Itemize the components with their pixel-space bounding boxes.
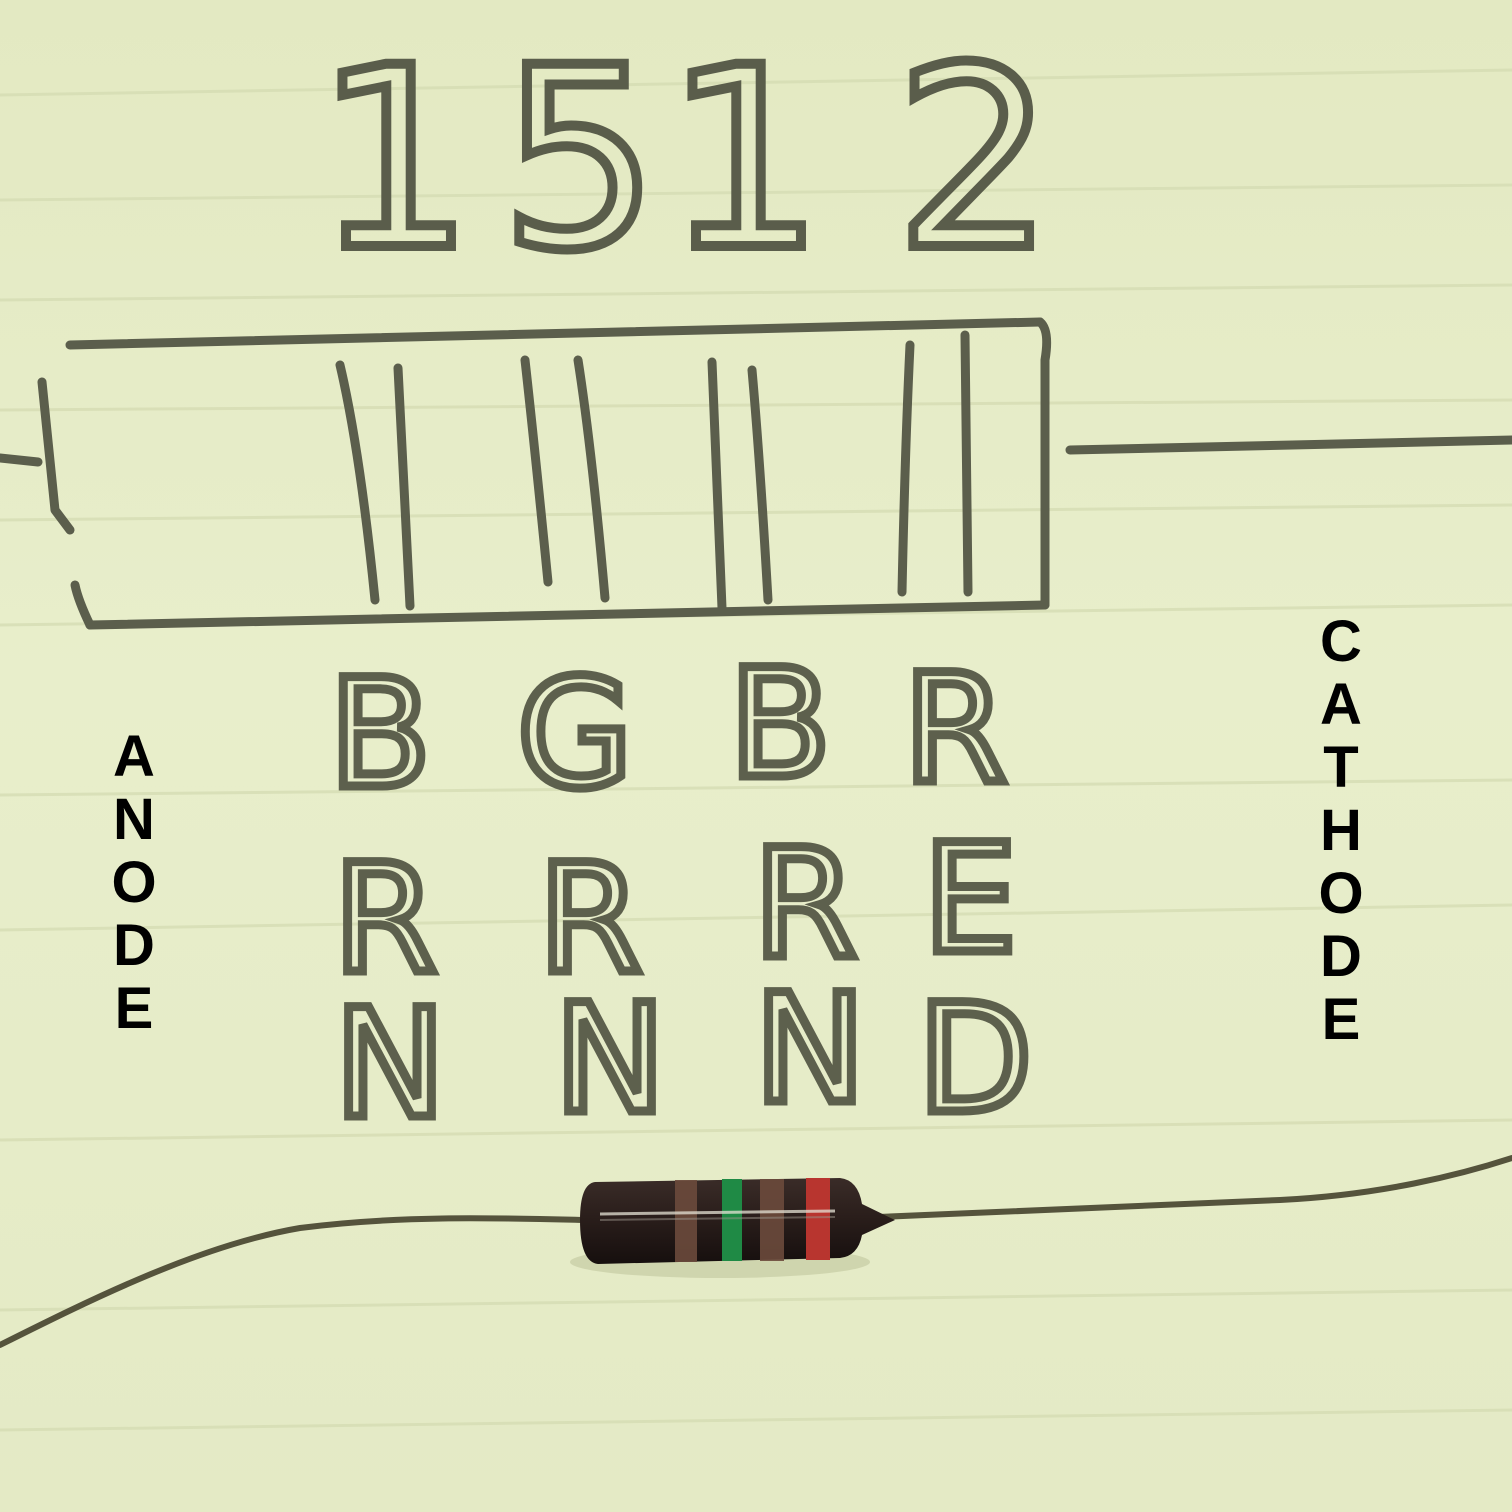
band-digit-2: 5 [495,14,664,305]
anode-letter: E [114,976,154,1041]
cathode-letter: C [1320,609,1362,674]
component-photo [0,1155,1512,1348]
anode-letter: N [113,787,155,852]
cathode-letter: H [1320,798,1362,863]
band-letter-r1c4: R [898,643,1011,817]
cathode-letter: A [1320,672,1362,737]
band-letter-r3c3: N [749,963,870,1137]
anode-letter: A [113,724,155,789]
band-brown-1 [675,1180,697,1262]
band-digit-1: 1 [310,14,479,305]
anode-label: A N O D E [104,725,164,1040]
band-letter-r3c1: N [329,978,450,1152]
cathode-letter: T [1323,735,1359,800]
band-letter-r1c1: B [324,648,436,822]
left-lead [0,1215,588,1348]
band-letter-r2c2: R [533,833,646,1007]
band-brown-2 [760,1179,784,1261]
anode-letter: O [111,850,157,915]
cathode-label: C A T H O D E [1311,610,1371,1051]
right-lead [852,1155,1512,1221]
cathode-letter: E [1321,987,1361,1052]
band-letter-r2c3: R [748,818,861,992]
cathode-letter: O [1318,861,1364,926]
band-digit-4: 2 [890,14,1059,305]
cathode-letter: D [1320,924,1362,989]
band-letter-r2c4: E [918,813,1022,987]
band-digit-3: 1 [660,14,829,305]
color-bands [675,1178,830,1262]
band-letter-r3c2: N [549,973,670,1147]
band-red [806,1178,830,1260]
band-letter-r3c4: D [913,973,1038,1147]
anode-letter: D [113,913,155,978]
band-letter-r1c2: G [512,648,637,822]
band-letter-r1c3: B [724,638,836,812]
band-letter-r2c1: R [328,833,441,1007]
band-green [722,1179,742,1261]
